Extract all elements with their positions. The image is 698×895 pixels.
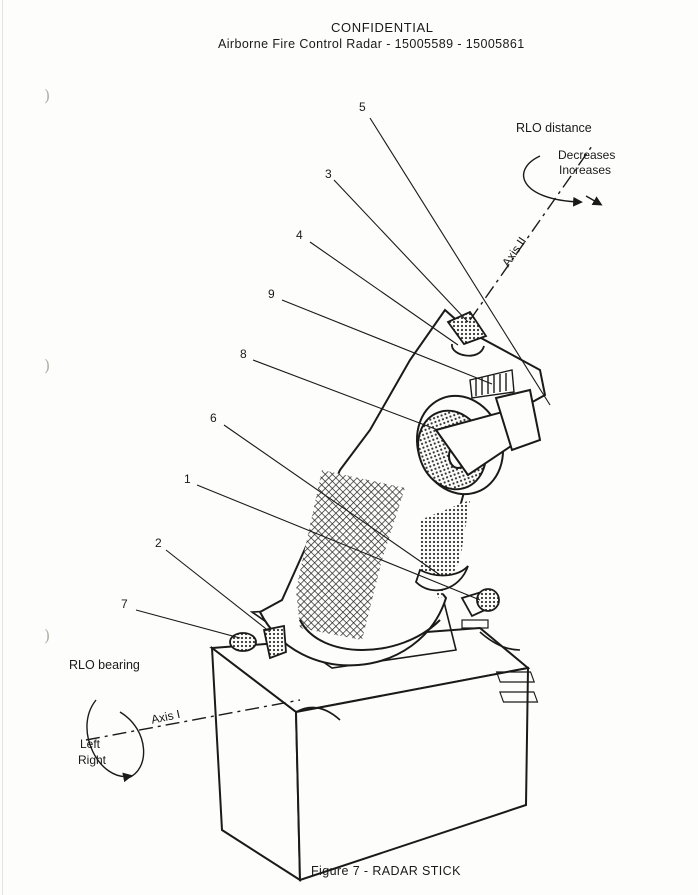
axis-i — [85, 699, 301, 783]
callout-9: 9 — [268, 287, 275, 301]
callout-1: 1 — [184, 472, 191, 486]
classification-marking: CONFIDENTIAL — [331, 20, 434, 35]
binder-hole-mark: ) — [44, 626, 51, 645]
axis-ii — [469, 145, 603, 321]
callout-6: 6 — [210, 411, 217, 425]
callout-7: 7 — [121, 597, 128, 611]
right-label: Right — [78, 753, 107, 767]
page-edge — [2, 0, 3, 895]
binder-hole-mark: ) — [44, 356, 51, 375]
base-box — [209, 626, 531, 882]
leader-lines — [135, 117, 551, 639]
callout-4: 4 — [296, 228, 303, 242]
binder-hole-mark: ) — [44, 86, 51, 105]
right-knob — [460, 588, 500, 618]
callout-5: 5 — [359, 100, 366, 114]
increases-label: Increases — [559, 163, 612, 177]
callout-8: 8 — [240, 347, 247, 361]
callout-2: 2 — [155, 536, 162, 550]
rlo-bearing-label: RLO bearing — [69, 658, 140, 672]
document-title: Airborne Fire Control Radar - 15005589 -… — [218, 37, 525, 51]
top-switch — [446, 310, 488, 357]
decreases-label: Decreases — [558, 148, 616, 162]
left-label: Left — [80, 737, 101, 751]
left-knob — [229, 624, 287, 660]
callout-3: 3 — [325, 167, 332, 181]
figure-caption: Figure 7 - RADAR STICK — [311, 864, 461, 878]
rlo-distance-label: RLO distance — [516, 121, 592, 135]
thumb-wheel — [415, 388, 542, 496]
stick-body — [258, 308, 547, 667]
